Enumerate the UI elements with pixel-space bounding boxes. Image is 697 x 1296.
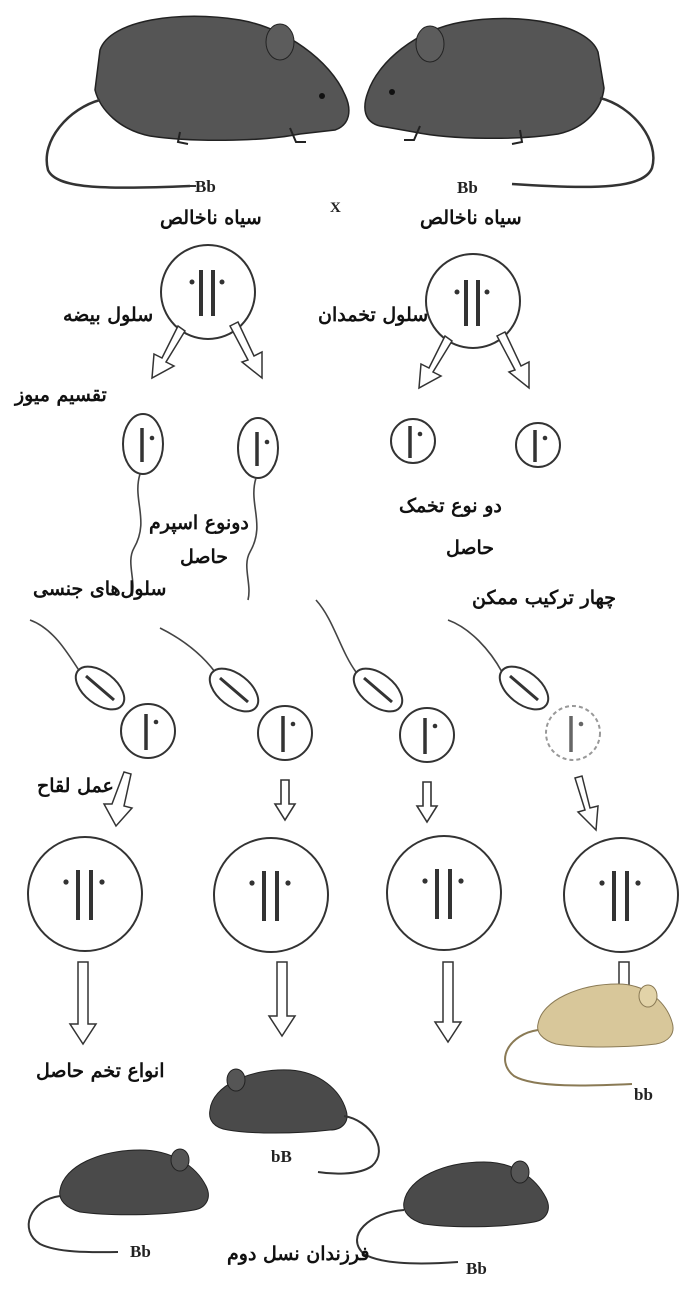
four-combos-label: چهار ترکیب ممکن (472, 587, 617, 609)
mouse-icon (504, 983, 674, 1087)
offspring-label: فرزندان نسل دوم (227, 1243, 370, 1265)
cell-icon (213, 837, 329, 953)
cell-icon (425, 253, 521, 349)
left-parent-genotype: Bb (195, 177, 216, 196)
meiosis-label: تقسیم میوز (15, 384, 107, 406)
sperm-icon (159, 627, 260, 713)
cell-icon (120, 703, 176, 759)
arrow-down-icon (102, 771, 599, 832)
zygote-types-label: انواع تخم حاصل (36, 1060, 165, 1082)
cell-icon (27, 836, 143, 952)
right-parent-label: سیاه ناخالص (420, 207, 522, 229)
two-egg-result-label: حاصل (446, 537, 495, 559)
cell-icon (160, 244, 256, 340)
offspring-genotype-4: bb (634, 1085, 653, 1104)
sperm-icon (122, 413, 164, 597)
cell-icon (390, 418, 436, 464)
cell-icon (545, 705, 601, 761)
two-egg-label: دو نوع تخمک (399, 495, 502, 517)
egg-cell-label: سلول بیضه (63, 304, 154, 326)
sperm-icon (315, 599, 404, 713)
mouse-icon (209, 1068, 380, 1175)
offspring-genotype-2: bB (271, 1147, 292, 1166)
fertilization-label: عمل لقاح (37, 775, 114, 797)
right-parent-genotype: Bb (457, 178, 478, 197)
two-sperm-result-label: حاصل (180, 546, 229, 568)
arrow-down-icon (151, 320, 530, 390)
mouse-icon (356, 1160, 549, 1265)
sperm-icon (447, 619, 550, 711)
sex-cells-label: سلول‌های جنسی (33, 578, 167, 600)
cell-icon (563, 837, 679, 953)
ovary-cell-label: سلول تخمدان (318, 304, 429, 326)
offspring-genotype-3: Bb (466, 1259, 487, 1278)
mouse-icon (27, 1148, 209, 1254)
two-sperm-label: دونوع اسپرم (149, 512, 249, 534)
cell-icon (399, 707, 455, 763)
cell-icon (515, 422, 561, 468)
mouse-icon (45, 15, 350, 189)
offspring-genotype-1: Bb (130, 1242, 151, 1261)
sperm-icon (29, 619, 126, 711)
cell-icon (386, 835, 502, 951)
left-parent-label: سیاه ناخالص (160, 207, 262, 229)
sperm-icon (237, 417, 279, 601)
mouse-icon (364, 17, 655, 189)
cross-symbol: X (330, 200, 341, 216)
cell-icon (257, 705, 313, 761)
